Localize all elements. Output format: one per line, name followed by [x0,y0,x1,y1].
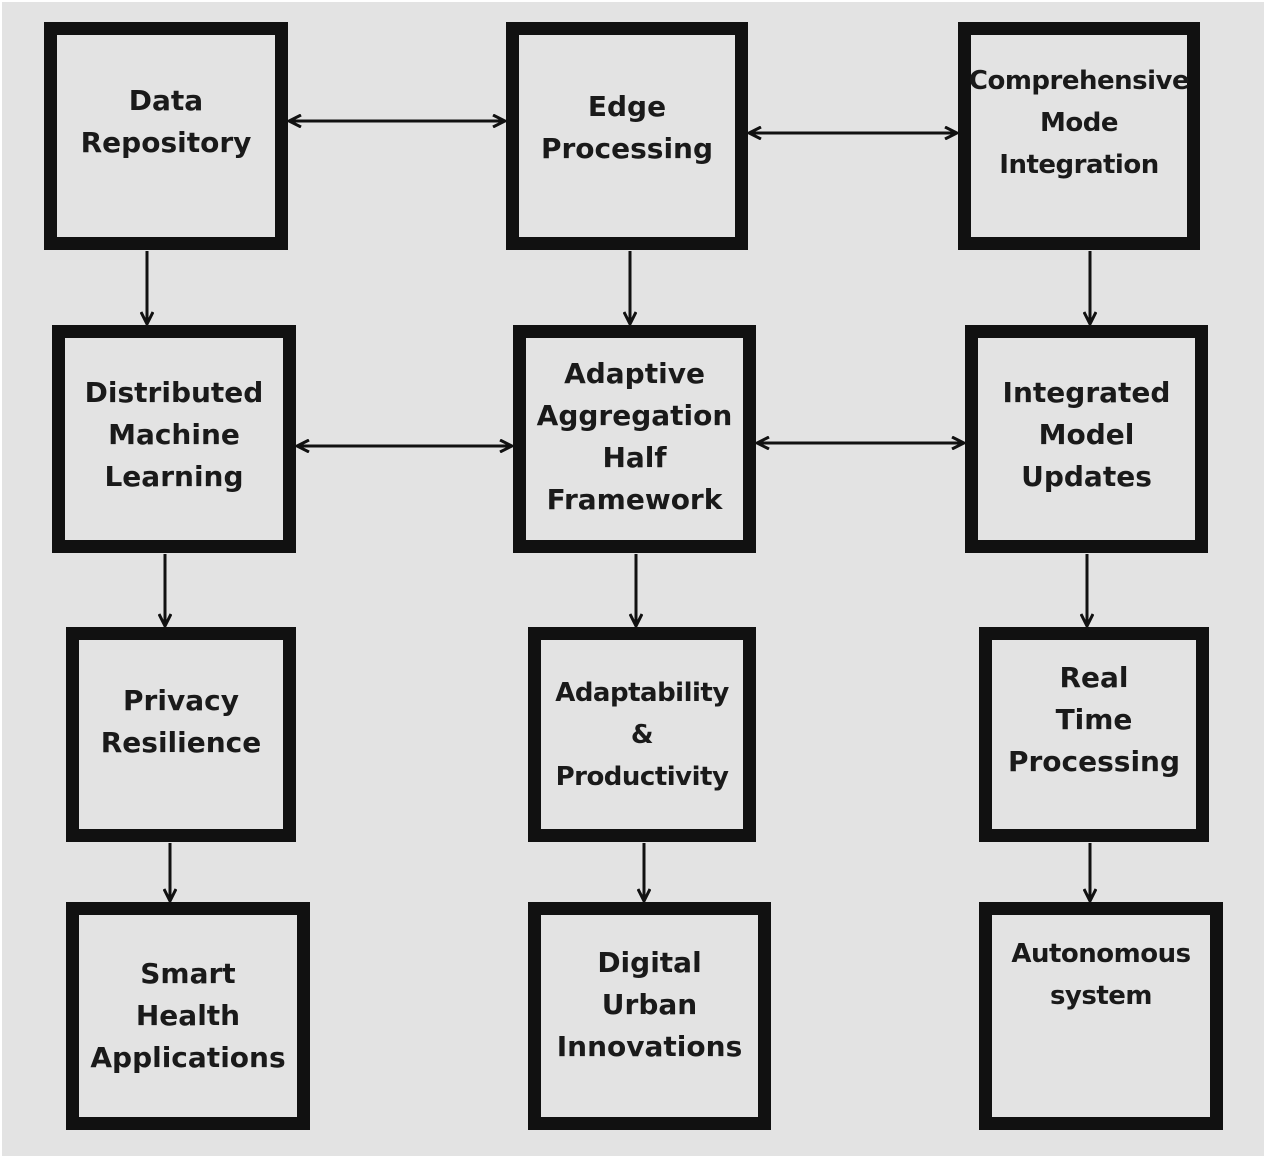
node-label: Integrated Model Updates [1002,376,1171,493]
node-integrated-model-updates: Integrated Model Updates [965,325,1208,553]
frame-edge-top [0,0,1264,2]
node-label: Data Repository [80,84,252,159]
node-label: Digital Urban Innovations [556,946,743,1063]
node-autonomous-system: Autonomous system [979,902,1223,1130]
node-edge-processing: Edge Processing [506,22,748,250]
frame-edge-left [0,0,2,1156]
node-label: Privacy Resilience [100,683,262,759]
node-digital-urban-innovations: Digital Urban Innovations [528,902,771,1130]
node-adaptive-aggregation-half-framework: Adaptive Aggregation Half Framework [513,325,756,553]
node-distributed-machine-learning: Distributed Machine Learning [52,325,296,553]
node-label: Smart Health Applications [90,957,286,1074]
node-real-time-processing: Real Time Processing [979,627,1209,842]
node-label: Real Time Processing [1007,660,1181,778]
node-adaptability-productivity: Adaptability & Productivity [528,627,756,842]
node-privacy-resilience: Privacy Resilience [66,627,296,842]
node-label: Distributed Machine Learning [84,376,264,493]
node-label: Edge Processing [540,90,714,165]
node-label: Comprehensive Mode Integration [968,66,1190,180]
node-data-repository: Data Repository [44,22,288,250]
node-comprehensive-mode-integration: Comprehensive Mode Integration [958,22,1200,250]
node-label: Autonomous system [1011,939,1191,1011]
node-label: Adaptability & Productivity [555,677,729,792]
node-label: Adaptive Aggregation Half Framework [536,357,733,516]
node-smart-health-applications: Smart Health Applications [66,902,310,1130]
